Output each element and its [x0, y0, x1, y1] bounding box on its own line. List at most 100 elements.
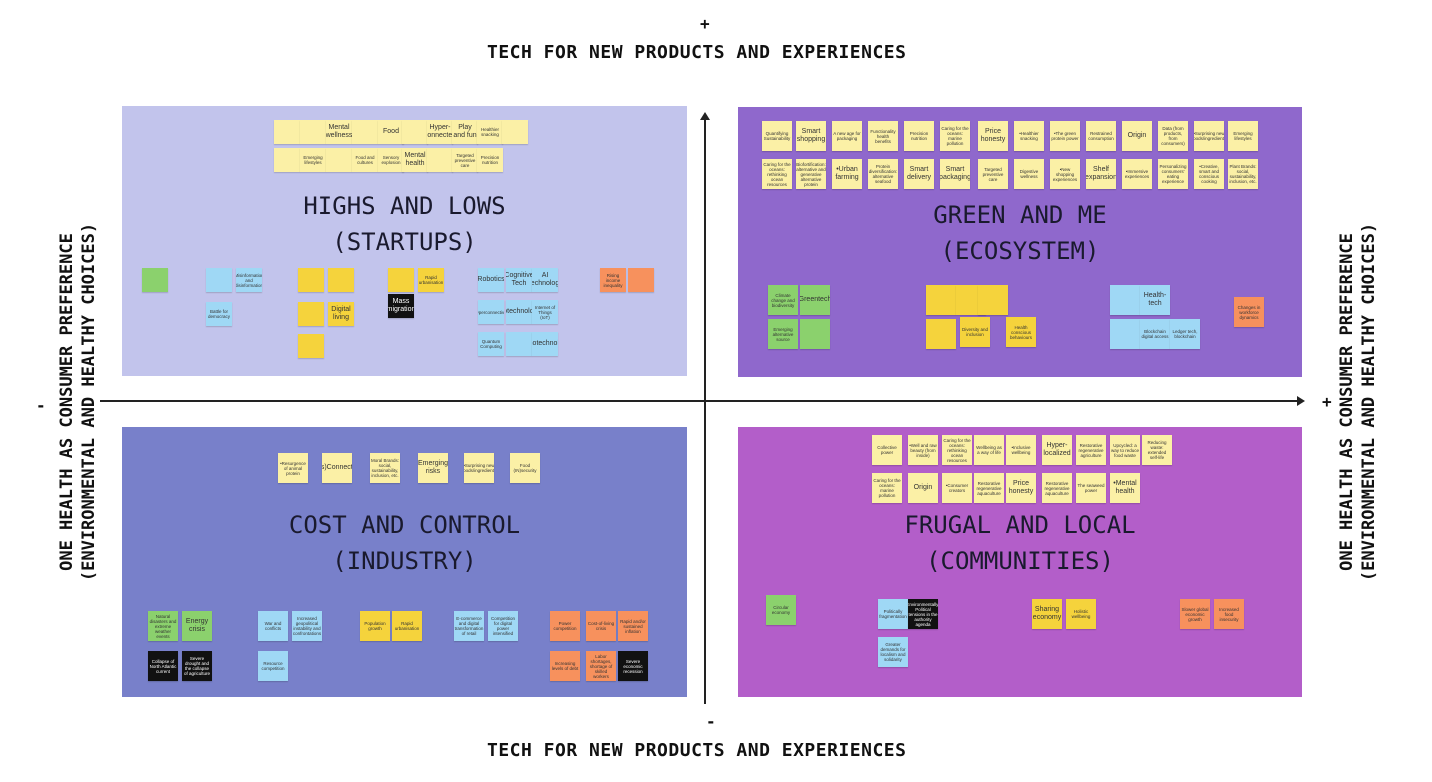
sticky-note[interactable]: Digital living: [328, 302, 354, 326]
sticky-note[interactable]: Emerging risks: [418, 453, 448, 483]
sticky-note[interactable]: Slower global economic growth: [1180, 599, 1210, 629]
sticky-note[interactable]: [1110, 285, 1140, 315]
sticky-note[interactable]: Misinformation and disinformation: [236, 268, 262, 292]
sticky-note[interactable]: Caring for the oceans: rethinking ocean …: [942, 435, 972, 465]
sticky-note[interactable]: Emerging lifestyles: [300, 148, 326, 172]
sticky-note[interactable]: Changes in workforce dynamics: [1234, 297, 1264, 327]
sticky-note[interactable]: Caring for the oceans: marine pollution: [940, 121, 970, 151]
sticky-note[interactable]: •Resurgence of animal protein: [278, 453, 308, 483]
sticky-note[interactable]: •Healthier snacking: [1014, 121, 1044, 151]
sticky-note[interactable]: Hyper-localized: [1042, 435, 1072, 465]
sticky-note[interactable]: [427, 148, 453, 172]
sticky-note[interactable]: Holistic wellbeing: [1066, 599, 1096, 629]
sticky-note[interactable]: Emerging lifestyles: [1228, 121, 1258, 151]
sticky-note[interactable]: Restorative regenerative aquaculture: [1042, 473, 1072, 503]
sticky-note[interactable]: Labor shortages, shortage of skilled wor…: [586, 651, 616, 681]
sticky-note[interactable]: Biotechnology: [506, 300, 532, 324]
sticky-note[interactable]: Restrained consumption: [1086, 121, 1116, 151]
sticky-note[interactable]: •Mental health: [1110, 473, 1140, 503]
sticky-note[interactable]: [926, 319, 956, 349]
sticky-note[interactable]: Increased food insecurity: [1214, 599, 1244, 629]
sticky-note[interactable]: Collective power: [872, 435, 902, 465]
sticky-note[interactable]: Greentech: [800, 285, 830, 315]
sticky-note[interactable]: Caring for the oceans: marine pollution: [872, 473, 902, 503]
sticky-note[interactable]: •Creative, smart and conscious cooking: [1194, 159, 1224, 189]
sticky-note[interactable]: Precision nutrition: [477, 148, 503, 172]
sticky-note[interactable]: Battle for democracy: [206, 302, 232, 326]
sticky-note[interactable]: Play and fun: [452, 120, 478, 144]
sticky-note[interactable]: Caring for the oceans: rethinking ocean …: [762, 159, 792, 189]
sticky-note[interactable]: Reducing waste: extended self-life: [1142, 435, 1172, 465]
sticky-note[interactable]: Healthier snacking: [477, 120, 503, 144]
sticky-note[interactable]: Targeted preventive care: [978, 159, 1008, 189]
sticky-note[interactable]: Plant Brands: social, sustainability, in…: [1228, 159, 1258, 189]
sticky-note[interactable]: [300, 120, 326, 144]
sticky-note[interactable]: Digestive wellness: [1014, 159, 1044, 189]
sticky-note[interactable]: [274, 148, 300, 172]
sticky-note[interactable]: Origin: [1122, 121, 1152, 151]
sticky-note[interactable]: Mental wellness: [326, 120, 352, 144]
sticky-note[interactable]: Rapid urbanisation: [418, 268, 444, 292]
sticky-note[interactable]: Blockchain digital access: [1140, 319, 1170, 349]
sticky-note[interactable]: [502, 120, 528, 144]
sticky-note[interactable]: E-commerce and digital transformation of…: [454, 611, 484, 641]
sticky-note[interactable]: Smart delivery: [904, 159, 934, 189]
sticky-note[interactable]: Quantifying Sustainability: [762, 121, 792, 151]
sticky-note[interactable]: Food: [378, 120, 404, 144]
sticky-note[interactable]: Competition for digital power intensifie…: [488, 611, 518, 641]
sticky-note[interactable]: •Immersive experiences: [1122, 159, 1152, 189]
sticky-note[interactable]: AI Technology: [532, 268, 558, 292]
sticky-note[interactable]: [926, 285, 956, 315]
sticky-note[interactable]: •Well and raw beauty (from inside): [908, 435, 938, 465]
sticky-note[interactable]: [326, 148, 352, 172]
sticky-note[interactable]: Diversity and inclusion: [960, 317, 990, 347]
sticky-note[interactable]: Personalizing consumers' eating experien…: [1158, 159, 1188, 189]
sticky-note[interactable]: Mental health: [402, 148, 428, 172]
sticky-note[interactable]: Ledger tech, blockchain: [1170, 319, 1200, 349]
sticky-note[interactable]: Shelf expansion: [1086, 159, 1116, 189]
sticky-note[interactable]: Rapid and/or sustained inflation: [618, 611, 648, 641]
sticky-note[interactable]: [328, 268, 354, 292]
sticky-note[interactable]: •Inclusive wellbeing: [1006, 435, 1036, 465]
sticky-note[interactable]: (Dis)Connection: [322, 453, 352, 483]
sticky-note[interactable]: [298, 334, 324, 358]
sticky-note[interactable]: •New shopping experiences: [1050, 159, 1080, 189]
sticky-note[interactable]: Population growth: [360, 611, 390, 641]
sticky-note[interactable]: Cognitive Tech: [506, 268, 532, 292]
sticky-note[interactable]: Power competition: [550, 611, 580, 641]
sticky-note[interactable]: [142, 268, 168, 292]
sticky-note[interactable]: [274, 120, 300, 144]
sticky-note[interactable]: Internet of Things (IoT): [532, 300, 558, 324]
sticky-note[interactable]: [800, 319, 830, 349]
sticky-note[interactable]: Cost-of-living crisis: [586, 611, 616, 641]
sticky-note[interactable]: The seaweed power: [1076, 473, 1106, 503]
sticky-note[interactable]: Energy crisis: [182, 611, 212, 641]
sticky-note[interactable]: [298, 302, 324, 326]
sticky-note[interactable]: Politically fragmentation: [878, 599, 908, 629]
sticky-note[interactable]: Rapid urbanisation: [392, 611, 422, 641]
sticky-note[interactable]: Biofortification: alternative and genera…: [796, 159, 826, 189]
sticky-note[interactable]: Sensory explosion: [378, 148, 404, 172]
sticky-note[interactable]: Resource competition: [258, 651, 288, 681]
sticky-note[interactable]: Robotics: [478, 268, 504, 292]
sticky-note[interactable]: Food (IN)security: [510, 453, 540, 483]
sticky-note[interactable]: Emerging alternative source: [768, 319, 798, 349]
sticky-note[interactable]: Targeted preventive care: [452, 148, 478, 172]
sticky-note[interactable]: Smart packaging: [940, 159, 970, 189]
sticky-note[interactable]: •Urban farming: [832, 159, 862, 189]
sticky-note[interactable]: Collapse of North Atlantic current: [148, 651, 178, 681]
sticky-note[interactable]: Origin: [908, 473, 938, 503]
sticky-note[interactable]: Circular economy: [766, 595, 796, 625]
sticky-note[interactable]: [206, 268, 232, 292]
sticky-note[interactable]: Mass migration: [388, 294, 414, 318]
sticky-note[interactable]: Quantum Computing: [478, 332, 504, 356]
sticky-note[interactable]: •Surprising new foods/ingredients: [464, 453, 494, 483]
sticky-note[interactable]: [402, 120, 428, 144]
sticky-note[interactable]: [298, 268, 324, 292]
sticky-note[interactable]: Functionality health benefits: [868, 121, 898, 151]
sticky-note[interactable]: Severe drought and the collapse of agric…: [182, 651, 212, 681]
sticky-note[interactable]: A new age for packaging: [832, 121, 862, 151]
sticky-note[interactable]: Restorative regenerative agriculture: [1076, 435, 1106, 465]
sticky-note[interactable]: Increasing levels of debt: [550, 651, 580, 681]
sticky-note[interactable]: War and conflicts: [258, 611, 288, 641]
